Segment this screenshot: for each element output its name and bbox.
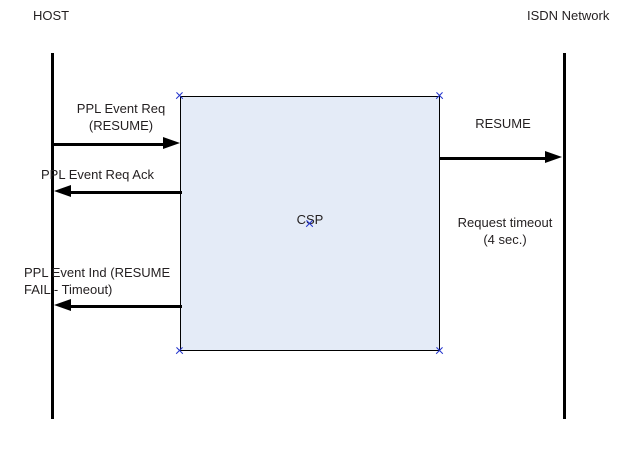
lifeline-isdn-network	[563, 53, 566, 419]
selection-handle-x-icon-bottom-left[interactable]	[175, 346, 184, 355]
selection-handle-x-icon-center[interactable]	[305, 219, 314, 228]
message-arrow-ppl-event-ind[interactable]	[68, 305, 182, 308]
arrowhead-right-icon	[545, 151, 562, 163]
arrowhead-left-icon	[54, 299, 71, 311]
message-label-ppl-event-ind: PPL Event Ind (RESUME FAIL - Timeout)	[24, 265, 171, 297]
participant-label-host: HOST	[33, 8, 70, 23]
message-arrow-resume[interactable]	[440, 157, 547, 160]
annotation-request-timeout: Request timeout (4 sec.)	[457, 215, 553, 247]
lifeline-host	[51, 53, 54, 419]
arrowhead-right-icon	[163, 137, 180, 149]
message-label-ppl-event-req: PPL Event Req (RESUME)	[76, 101, 166, 133]
message-label-ppl-event-req-ack: PPL Event Req Ack	[41, 167, 154, 182]
message-arrow-ppl-event-req-ack[interactable]	[68, 191, 182, 194]
selection-handle-x-icon-top-left[interactable]	[175, 91, 184, 100]
participant-label-isdn-network: ISDN Network	[527, 8, 610, 23]
arrowhead-left-icon	[54, 185, 71, 197]
selection-handle-x-icon-bottom-right[interactable]	[435, 346, 444, 355]
message-arrow-ppl-event-req[interactable]	[52, 143, 168, 146]
message-label-resume: RESUME	[475, 116, 531, 131]
selection-handle-x-icon-top-right[interactable]	[435, 91, 444, 100]
